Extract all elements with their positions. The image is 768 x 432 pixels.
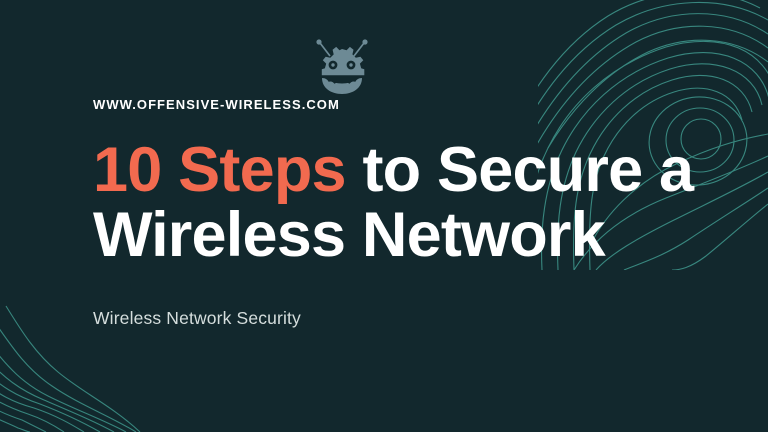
page-title: 10 Steps to Secure a Wireless Network: [93, 135, 694, 270]
headline-line-1: 10 Steps to Secure a: [93, 135, 694, 205]
headline-line-1-rest: to Secure a: [345, 135, 694, 205]
content-block: WWW.OFFENSIVE-WIRELESS.COM 10 Steps to S…: [93, 96, 694, 330]
headline-accent: 10 Steps: [93, 135, 347, 205]
robot-gear-icon: [316, 39, 368, 94]
headline-line-2: Wireless Network: [93, 200, 606, 270]
subtitle: Wireless Network Security: [93, 308, 301, 328]
site-url: WWW.OFFENSIVE-WIRELESS.COM: [93, 97, 340, 112]
